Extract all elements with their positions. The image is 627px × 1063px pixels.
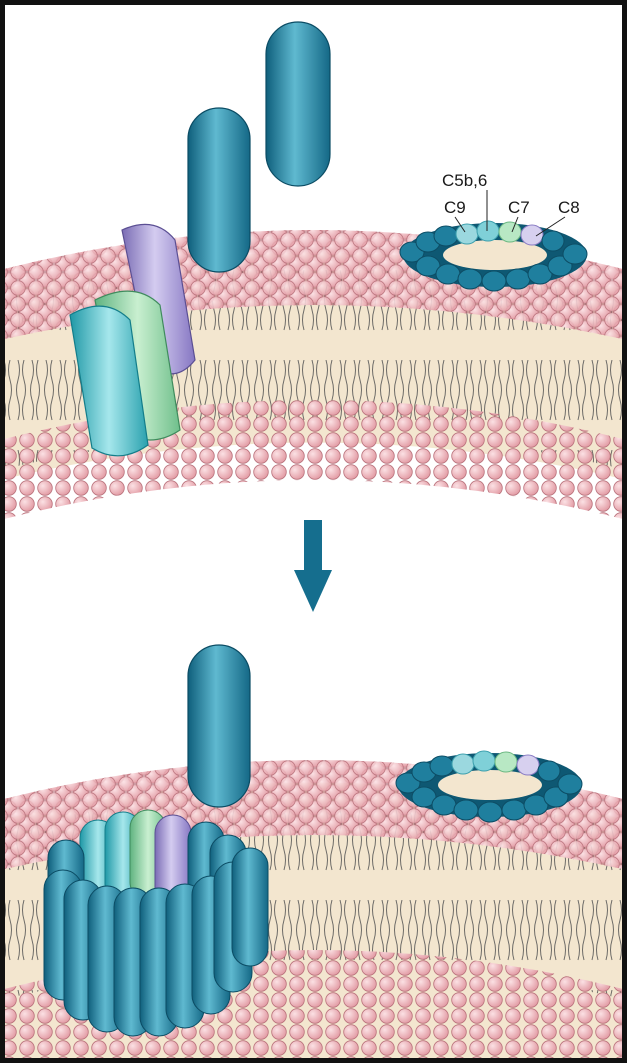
arrow-down-icon xyxy=(294,520,332,612)
c9-molecule-upper-left xyxy=(188,108,250,272)
label-c7: C7 xyxy=(508,198,530,217)
label-c9: C9 xyxy=(444,198,466,217)
c9-molecule-lower xyxy=(188,645,250,807)
label-c5b6: C5b,6 xyxy=(442,171,487,190)
label-c8: C8 xyxy=(558,198,580,217)
c9-molecule-upper-right xyxy=(266,22,330,186)
